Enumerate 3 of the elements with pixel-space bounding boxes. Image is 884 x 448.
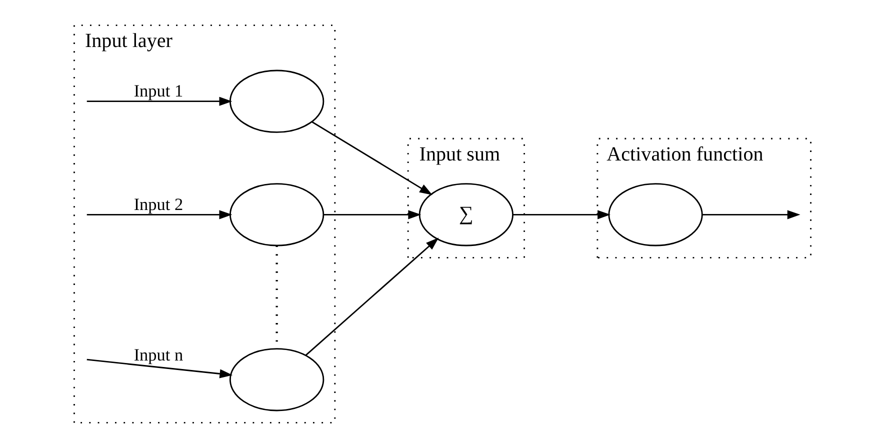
edge-label: Input 2 bbox=[133, 194, 183, 214]
edge-label: Input 1 bbox=[133, 81, 183, 100]
edge-label: Input n bbox=[133, 345, 183, 364]
